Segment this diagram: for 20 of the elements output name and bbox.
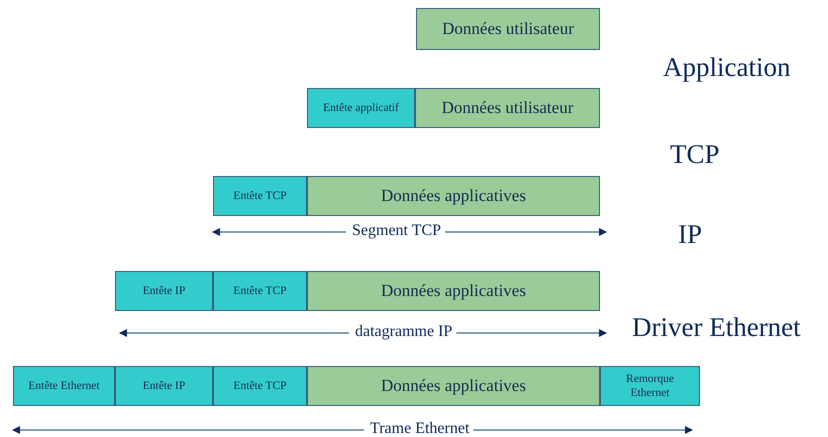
header-cell: Entête IP (115, 366, 213, 406)
data-cell: Données utilisateur (415, 88, 600, 128)
header-cell: Entête IP (115, 271, 213, 311)
span-label: Segment TCP (352, 222, 442, 240)
data-cell: Données utilisateur (416, 8, 600, 50)
layer-name: IP (678, 218, 702, 250)
span-label: Trame Ethernet (370, 420, 470, 437)
header-cell: Entête TCP (213, 271, 307, 311)
header-cell: Remorque Ethernet (600, 366, 700, 406)
header-cell: Entête TCP (213, 366, 307, 406)
header-cell: Entête applicatif (307, 88, 415, 128)
layer-name: Driver Ethernet (632, 312, 801, 343)
span-label: datagramme IP (355, 323, 452, 342)
data-cell: Données applicatives (307, 366, 600, 406)
data-cell: Données applicatives (307, 271, 600, 311)
header-cell: Entête Ethernet (13, 366, 115, 406)
layer-name: Application (663, 52, 790, 83)
header-cell: Entête TCP (213, 176, 307, 216)
layer-name: TCP (670, 138, 720, 170)
data-cell: Données applicatives (307, 176, 600, 216)
